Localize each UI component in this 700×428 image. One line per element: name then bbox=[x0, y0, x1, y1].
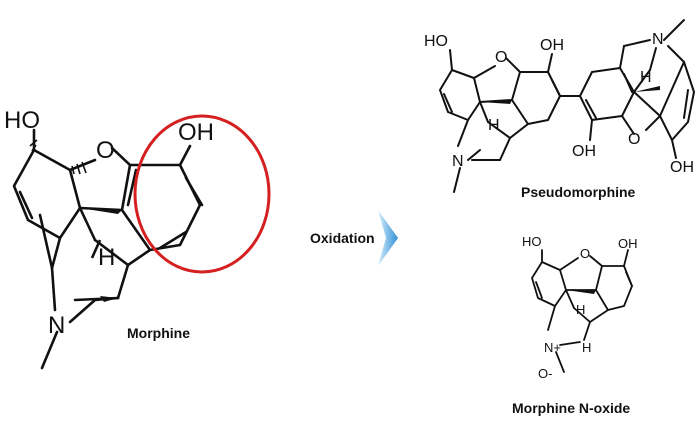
wedge-bond bbox=[80, 208, 122, 214]
pseudo-oh-top-label: OH bbox=[540, 37, 564, 54]
morphine-n-label: N bbox=[48, 312, 65, 339]
noxide-o-label: O bbox=[580, 246, 590, 261]
pseudo-o-bottom-label: O bbox=[628, 131, 640, 148]
morphine-ho-label: HO bbox=[4, 107, 40, 134]
h-bond bbox=[90, 239, 102, 259]
pseudomorphine-name-label: Pseudomorphine bbox=[521, 184, 636, 200]
morphine-name-label: Morphine bbox=[127, 325, 190, 341]
pseudo-ho-top-label: HO bbox=[424, 33, 448, 50]
noxide-ho-label: HO bbox=[522, 234, 542, 249]
noxide-oh-label: OH bbox=[618, 236, 638, 251]
noxide-h-top-label: H bbox=[576, 302, 585, 317]
morphine-n-oxide-name-label: Morphine N-oxide bbox=[512, 400, 630, 416]
hashed-bond bbox=[29, 139, 87, 175]
noxide-h-bottom-label: H bbox=[582, 340, 591, 355]
wedge-bond bbox=[634, 86, 660, 92]
wedge-bond bbox=[480, 100, 512, 104]
oxidation-label: Oxidation bbox=[310, 230, 375, 246]
noxide-o-minus-label: O- bbox=[538, 366, 552, 381]
noxide-n-plus-label: N+ bbox=[544, 340, 561, 355]
pseudo-h-top-label: H bbox=[640, 69, 652, 86]
reaction-arrow-icon bbox=[378, 210, 398, 266]
pseudo-h-bottom-label: H bbox=[488, 117, 500, 134]
pseudo-o-top-label: O bbox=[495, 49, 507, 66]
morphine-structure bbox=[12, 128, 204, 370]
pseudo-oh-bottom-right-label: OH bbox=[670, 159, 694, 176]
pseudo-oh-bottom-label: OH bbox=[572, 143, 596, 160]
pseudo-n-top-label: N bbox=[652, 31, 664, 48]
phenol-highlight-circle bbox=[133, 114, 271, 274]
pseudo-n-bottom-label: N bbox=[452, 153, 464, 170]
morphine-oh-label: OH bbox=[178, 119, 214, 146]
morphine-o-label: O bbox=[96, 137, 115, 164]
wedge-bond bbox=[566, 290, 596, 294]
wedge-bond bbox=[100, 296, 118, 302]
morphine-h-label: H bbox=[98, 244, 115, 271]
